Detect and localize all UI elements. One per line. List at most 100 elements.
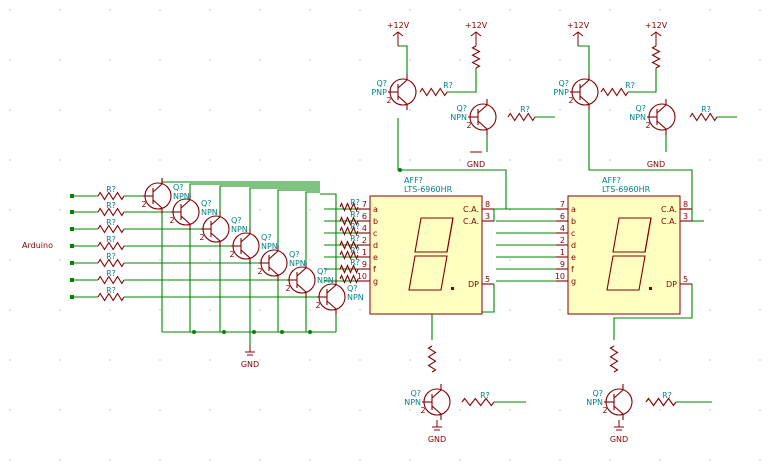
grid-dot	[309, 259, 311, 261]
grid-dot	[359, 209, 361, 211]
transistor-ref: Q?	[231, 216, 242, 225]
grid-dot	[209, 9, 211, 11]
resistor-symbol	[689, 112, 718, 122]
grid-dot	[159, 309, 161, 311]
wire	[219, 185, 320, 211]
grid-dot	[559, 359, 561, 361]
grid-dot	[559, 409, 561, 411]
grid-dot	[109, 109, 111, 111]
transistor-collector	[326, 279, 337, 294]
resistor-symbol	[600, 87, 629, 97]
resistor-symbol	[97, 258, 125, 268]
input-pin	[70, 227, 74, 231]
grid-dot	[259, 159, 261, 161]
grid-dot	[159, 59, 161, 61]
grid-dots	[9, 9, 761, 461]
grid-dot	[309, 409, 311, 411]
resistor-symbol	[461, 397, 495, 407]
wire	[397, 118, 507, 210]
grid-dot	[759, 259, 761, 261]
grid-dot	[459, 159, 461, 161]
transistor-collector	[180, 194, 191, 209]
grid-dot	[759, 9, 761, 11]
segment-pin-name: a	[571, 205, 576, 214]
transistor-ref: Q?	[410, 389, 421, 398]
segment-pin-name: b	[571, 217, 576, 226]
grid-dot	[759, 59, 761, 61]
wire	[613, 284, 693, 340]
grid-dot	[559, 309, 561, 311]
grid-dot	[159, 209, 161, 211]
transistor-ref: Q?	[317, 267, 328, 276]
segment-pin-name: f	[571, 265, 574, 274]
transistor-collector	[579, 74, 590, 89]
grid-dot	[159, 9, 161, 11]
grid-dot	[9, 309, 11, 311]
gnd-label: GND	[241, 360, 259, 369]
pin-number: 2	[362, 236, 367, 245]
grid-dot	[559, 9, 561, 11]
transistor-collector	[397, 74, 408, 89]
resistor-ref: R?	[625, 81, 635, 90]
grid-dot	[109, 459, 111, 461]
grid-dot	[409, 109, 411, 111]
digit-upper-outline	[414, 217, 454, 253]
grid-dot	[209, 459, 211, 461]
resistor-symbol	[427, 345, 437, 373]
resistor-ref: R?	[443, 81, 453, 90]
grid-dot	[709, 109, 711, 111]
grid-dot	[259, 209, 261, 211]
transistor-type: PNP	[371, 88, 387, 97]
wire	[578, 45, 590, 74]
grid-dot	[709, 259, 711, 261]
transistor-emitter	[326, 300, 337, 315]
grid-dot	[159, 159, 161, 161]
grid-dot	[609, 59, 611, 61]
transistor-collector	[268, 245, 279, 260]
base-pin-number: 2	[315, 301, 320, 310]
dp-label: DP	[468, 280, 479, 289]
pin-number: 10	[357, 272, 367, 281]
transistor-collector	[613, 384, 624, 399]
resistor-symbol	[339, 264, 359, 274]
grid-dot	[359, 309, 361, 311]
wire	[447, 68, 477, 93]
display-part: LTS-6960HR	[602, 185, 651, 194]
gnd-label: GND	[467, 160, 485, 169]
resistor-symbol	[645, 397, 677, 407]
wire	[189, 183, 320, 194]
pin-number: 9	[560, 260, 565, 269]
pin-number: 8	[485, 200, 490, 209]
resistor-symbol	[97, 224, 125, 234]
grid-dot	[459, 459, 461, 461]
grid-dot	[609, 359, 611, 361]
grid-dot	[659, 9, 661, 11]
pin-number: 1	[560, 248, 565, 257]
resistor-symbol	[97, 241, 125, 251]
pin-number: 4	[560, 224, 565, 233]
grid-dot	[9, 159, 11, 161]
grid-dot	[709, 359, 711, 361]
pin-number: 6	[560, 212, 565, 221]
wire	[277, 189, 320, 245]
transistor-collector	[240, 228, 251, 243]
transistor-ref: Q?	[376, 79, 387, 88]
gnd-label: GND	[428, 435, 446, 444]
digit-lower-outline	[408, 255, 448, 291]
transistor-emitter	[296, 283, 307, 298]
grid-dot	[409, 409, 411, 411]
grid-dot	[259, 109, 261, 111]
base-pin-number: 2	[466, 121, 471, 130]
grid-dot	[709, 309, 711, 311]
grid-dot	[459, 9, 461, 11]
grid-dot	[309, 109, 311, 111]
resistor-symbol	[471, 45, 481, 69]
grid-dot	[509, 9, 511, 11]
resistor-ref: R?	[350, 210, 360, 219]
grid-dot	[309, 59, 311, 61]
grid-dot	[409, 359, 411, 361]
segment-pin-name: e	[373, 253, 378, 262]
grid-dot	[509, 459, 511, 461]
transistor-type: NPN	[173, 192, 190, 201]
grid-dot	[609, 109, 611, 111]
